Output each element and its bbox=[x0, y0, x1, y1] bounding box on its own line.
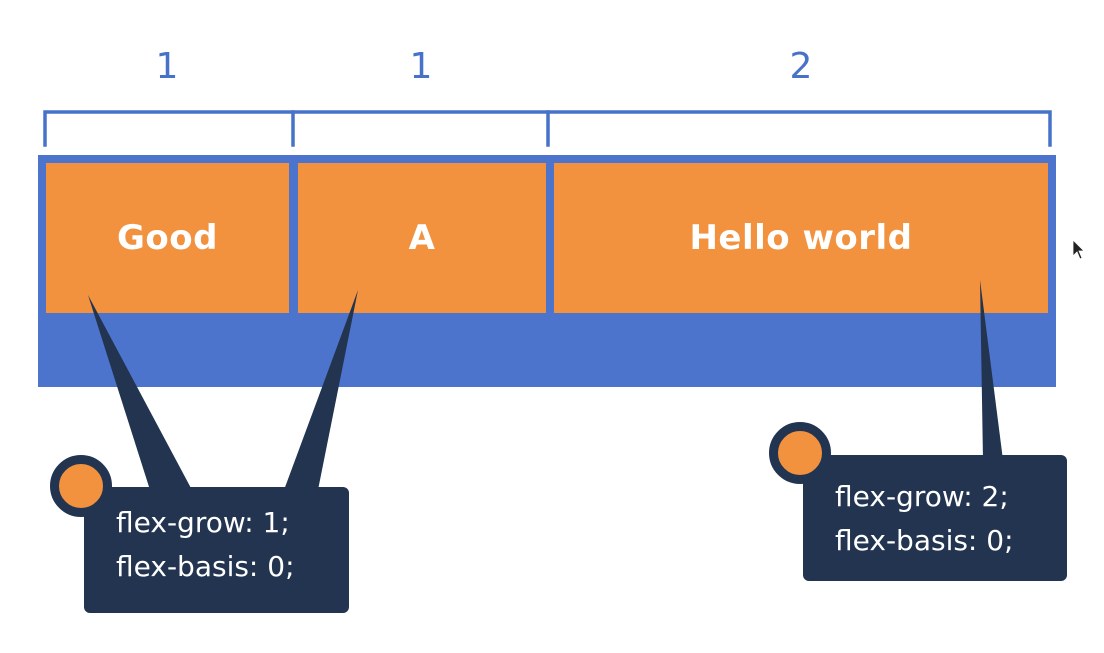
ratio-label-1: 1 bbox=[155, 46, 179, 87]
callout-dot-left bbox=[50, 455, 112, 517]
callout-flex-grow-2: flex-grow: 2; flex-basis: 0; bbox=[803, 455, 1067, 581]
callout-line-flex-basis: flex-basis: 0; bbox=[835, 524, 1014, 557]
flex-item-a: A bbox=[298, 163, 546, 313]
callout-flex-grow-1: flex-grow: 1; flex-basis: 0; bbox=[84, 487, 349, 613]
ratio-label-3: 2 bbox=[789, 46, 813, 87]
callout-line-flex-grow: flex-grow: 2; bbox=[835, 480, 1009, 513]
bracket-1 bbox=[43, 110, 295, 147]
callout-line-flex-grow: flex-grow: 1; bbox=[116, 506, 290, 539]
pointer-good bbox=[88, 295, 192, 490]
bracket-3 bbox=[546, 110, 1052, 147]
flex-item-good: Good bbox=[46, 163, 289, 313]
flex-container: Good A Hello world bbox=[38, 155, 1056, 387]
flex-item-hello-world: Hello world bbox=[554, 163, 1048, 313]
ratio-label-2: 1 bbox=[409, 46, 433, 87]
callout-line-flex-basis: flex-basis: 0; bbox=[116, 550, 295, 583]
pointer-a bbox=[284, 290, 358, 490]
callout-dot-right bbox=[769, 422, 831, 484]
pointer-hello-world bbox=[980, 280, 1003, 460]
